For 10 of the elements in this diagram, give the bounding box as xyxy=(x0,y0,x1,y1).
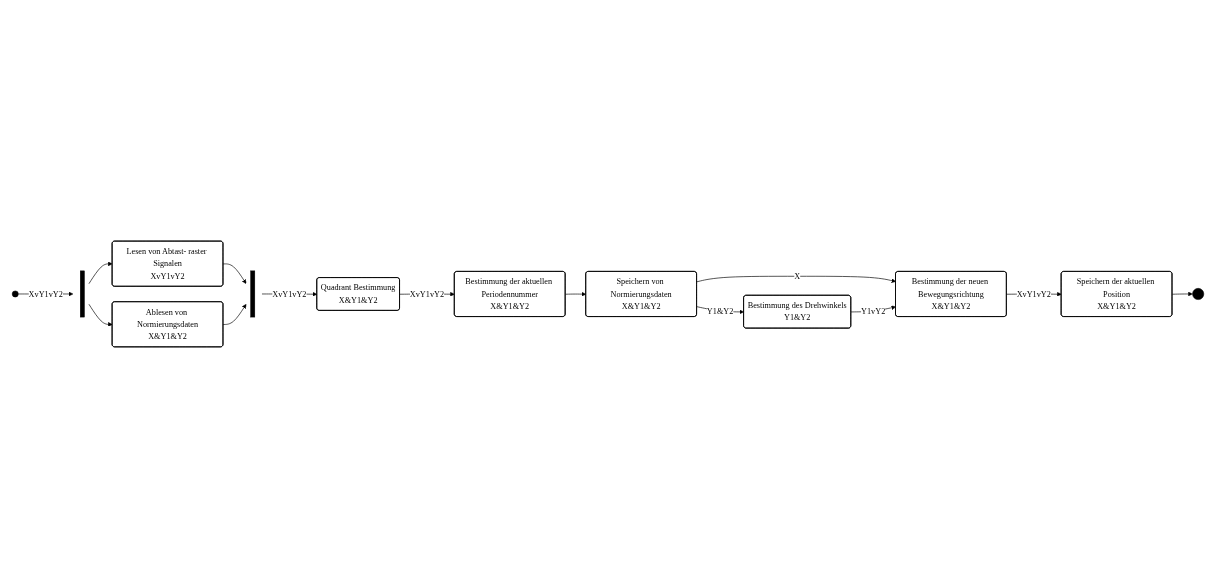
node-bar xyxy=(79,270,85,318)
edge-label: XvY1vY2 xyxy=(1016,289,1051,299)
edge-label: Y1&Y2 xyxy=(706,307,733,316)
node-circle xyxy=(11,290,19,298)
edge-label: X xyxy=(793,271,800,281)
edge-label: XvY1vY2 xyxy=(28,289,63,299)
edge-label: Y1vY2 xyxy=(860,307,885,316)
edge-label: XvY1vY2 xyxy=(271,289,306,299)
edge-label: XvY1vY2 xyxy=(409,289,444,299)
node-bar xyxy=(249,270,255,318)
